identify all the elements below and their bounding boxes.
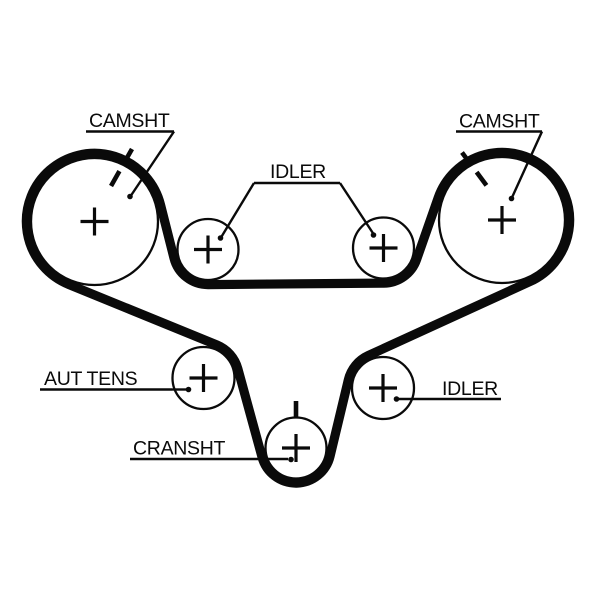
leader-line-camshaft-left <box>130 130 175 197</box>
leader-dot-tensioner <box>185 386 192 393</box>
cam-left-mark <box>108 147 135 188</box>
leader-dot-idler-bottom-right <box>393 396 400 402</box>
center-cross-cam-left <box>80 207 109 236</box>
leader-dot-camshaft-right <box>508 195 515 202</box>
leader-dot-camshaft-left <box>127 193 133 200</box>
center-cross-idler-top-right <box>369 234 398 262</box>
center-cross-idler-top-left <box>194 235 222 264</box>
label-crankshaft: CRANSHT <box>133 438 226 460</box>
center-cross-cam-right <box>488 206 516 234</box>
leader-dot-crankshaft <box>288 456 294 463</box>
center-cross-idler-bottom-right <box>369 374 397 402</box>
center-cross-tensioner <box>189 364 218 392</box>
pulley-idler-top-right <box>351 216 416 280</box>
pulley-idler-top-left <box>176 217 240 282</box>
timing-belt <box>21 147 575 488</box>
pulley-cam-right <box>437 155 567 285</box>
leader-dot-idler-top-1 <box>217 235 224 241</box>
pulley-cam-left <box>29 156 160 287</box>
pulley-tensioner <box>171 345 236 411</box>
label-camshaft-left: CAMSHT <box>89 110 170 132</box>
leader-line-camshaft-right <box>510 131 544 198</box>
label-camshaft-right: CAMSHT <box>459 111 540 133</box>
leader-line-idler-top-2 <box>338 182 375 235</box>
label-tensioner: AUT TENS <box>44 368 138 390</box>
label-idler-bottom-right: IDLER <box>442 378 498 400</box>
cam-right-mark <box>460 151 489 187</box>
leader-dot-idler-top-2 <box>370 232 377 238</box>
pulley-idler-bottom-right <box>350 355 416 421</box>
label-idler-top: IDLER <box>270 161 326 183</box>
leader-line-idler-top-1 <box>219 182 256 239</box>
center-cross-crankshaft <box>282 434 310 462</box>
